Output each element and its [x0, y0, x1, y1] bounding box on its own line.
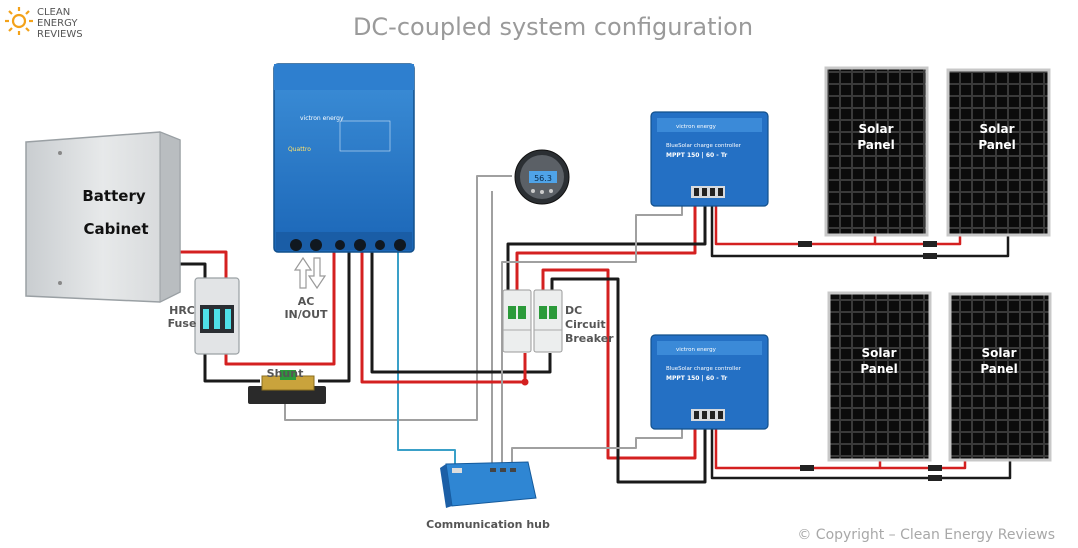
ac-in-arrow-icon — [293, 256, 313, 289]
shunt: Shunt — [248, 367, 326, 404]
mc4-connector — [928, 465, 942, 471]
wiring — [180, 175, 1012, 484]
breaker-label-line-2: Circuit — [565, 318, 606, 331]
cabinet-screw-icon — [58, 151, 62, 155]
wire-panel-link-2 — [880, 460, 967, 470]
mppt2-brand: victron energy — [676, 347, 717, 353]
wire-breaker-to-mppt1-positive — [515, 205, 697, 290]
breaker-label-line-1: DC — [565, 304, 582, 317]
wire-breaker-to-mppt2-negative — [550, 277, 707, 484]
mppt2-name: BlueSolar charge controller — [666, 366, 742, 372]
wire-breaker-to-mppt1-negative — [506, 205, 707, 290]
hub-label: Communication hub — [426, 518, 550, 531]
wire-breaker-to-mppt2-positive — [541, 268, 697, 460]
communication-hub: Communication hub — [426, 461, 550, 531]
solar-panel-3: Solar Panel — [827, 291, 932, 462]
wire-shunt-to-inverter-negative — [318, 247, 351, 383]
logo-line-1: CLEAN — [37, 7, 70, 18]
shunt-label: Shunt — [267, 367, 304, 380]
mc4-connector — [923, 241, 937, 247]
inverter-panel — [339, 120, 391, 152]
wire-mppt1-comms — [501, 205, 683, 463]
ac-label-line-2: IN/OUT — [284, 308, 328, 321]
panel-1-label-line-2: Panel — [857, 138, 894, 152]
ac-out-arrow-icon — [307, 257, 327, 290]
wire-mppt2-comms — [511, 428, 683, 463]
solar-panel-4: Solar Panel — [948, 292, 1052, 462]
wire-mppt2-pv-positive — [714, 428, 882, 470]
mc4-connector — [923, 253, 937, 259]
mc4-connector — [798, 241, 812, 247]
panel-4-label-line-1: Solar — [981, 346, 1016, 360]
diagram-title: DC-coupled system configuration — [353, 13, 753, 41]
monitor-reading: 56.3 — [534, 174, 552, 183]
breaker-label-line-3: Breaker — [565, 332, 614, 345]
mppt1-model: MPPT 150 | 60 - Tr — [666, 152, 727, 159]
mppt1-brand: victron energy — [676, 124, 717, 130]
mppt-controller-1: victron energy BlueSolar charge controll… — [650, 111, 769, 207]
mppt1-name: BlueSolar charge controller — [666, 143, 742, 149]
mppt-controller-2: victron energy BlueSolar charge controll… — [650, 334, 769, 430]
panel-4-label-line-2: Panel — [980, 362, 1017, 376]
wire-battery-positive — [180, 250, 228, 280]
mppt2-model: MPPT 150 | 60 - Tr — [666, 375, 727, 382]
panel-2-label-line-1: Solar — [979, 122, 1014, 136]
fuse-indicator-icon — [203, 309, 209, 329]
monitor-display — [529, 171, 557, 183]
wire-mppt2-pv-negative — [710, 428, 1012, 480]
wire-panel-link-1 — [875, 235, 962, 246]
junction-positive — [521, 378, 529, 386]
wire-mppt1-pv-negative — [710, 205, 1010, 258]
solar-panel-1: Solar Panel — [824, 66, 929, 237]
solar-panel-2: Solar Panel — [946, 68, 1051, 237]
battery-monitor: 56.3 — [514, 149, 570, 205]
wire-inverter-to-breaker-positive — [360, 247, 527, 384]
inverter-cable-glands — [290, 239, 406, 251]
sun-icon — [5, 7, 33, 35]
hrc-fuse: HRC Fuse — [168, 277, 240, 355]
wire-inverter-to-breaker-negative — [370, 247, 552, 374]
cabinet-screw-icon — [58, 281, 62, 285]
fuse-label-line-2: Fuse — [168, 317, 197, 330]
logo-line-3: REVIEWS — [37, 29, 83, 40]
wire-mppt1-pv-positive — [714, 205, 877, 246]
copyright-text: © Copyright – Clean Energy Reviews — [797, 527, 1055, 543]
fuse-indicator-icon — [214, 309, 220, 329]
inverter-model: Quattro — [288, 146, 311, 153]
wire-shunt-comms — [284, 175, 512, 421]
fuse-label-line-1: HRC — [169, 304, 195, 317]
wire-fuse-to-shunt-negative — [203, 352, 260, 383]
breaker-1 — [502, 289, 532, 353]
inverter-brand: victron energy — [300, 115, 344, 122]
mc4-connector — [800, 465, 814, 471]
panel-3-label-line-2: Panel — [860, 362, 897, 376]
logo-line-2: ENERGY — [37, 18, 78, 29]
mc4-connector — [928, 475, 942, 481]
panel-2-label-line-2: Panel — [978, 138, 1015, 152]
wire-inverter-comms — [397, 247, 456, 465]
wire-battery-negative — [180, 262, 207, 280]
ac-label-line-1: AC — [298, 295, 315, 308]
inverter-charger: victron energy Quattro AC IN/OUT — [273, 63, 415, 321]
logo: CLEAN ENERGY REVIEWS — [5, 7, 83, 40]
battery-cabinet: Battery Cabinet — [25, 131, 181, 303]
breaker-2 — [533, 289, 563, 353]
panel-1-label-line-1: Solar — [858, 122, 893, 136]
dc-circuit-breakers: DC Circuit Breaker — [502, 289, 614, 353]
panel-3-label-line-1: Solar — [861, 346, 896, 360]
battery-label-line-2: Cabinet — [83, 220, 148, 238]
wire-fuse-to-inverter-positive — [224, 247, 336, 366]
fuse-indicator-icon — [225, 309, 231, 329]
battery-label-line-1: Battery — [82, 187, 145, 205]
